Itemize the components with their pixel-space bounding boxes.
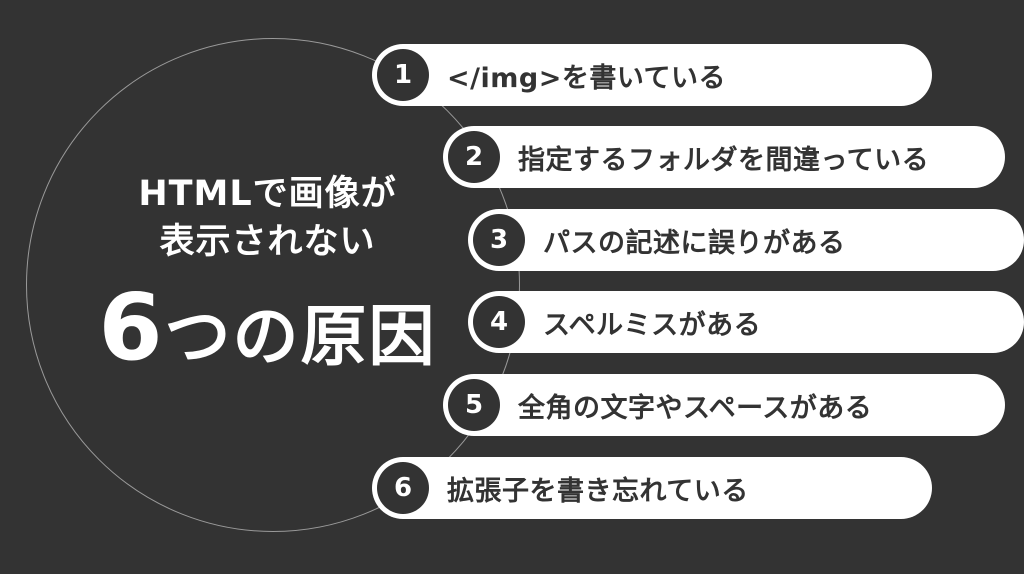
reason-text: スペルミスがある <box>543 309 762 341</box>
reason-text: 拡張子を書き忘れている <box>447 475 749 507</box>
reason-text: </img>を書いている <box>447 62 727 94</box>
heading-big-rest: つの原因 <box>164 298 437 375</box>
heading-big-number: 6 <box>98 274 165 381</box>
reason-item-5: 5 全角の文字やスペースがある <box>443 374 1005 436</box>
heading-big: 6つの原因 <box>95 282 440 379</box>
reason-item-2: 2 指定するフォルダを間違っている <box>443 126 1005 188</box>
reason-number-badge: 4 <box>473 296 525 348</box>
main-heading: HTMLで画像が 表示されない 6つの原因 <box>95 170 440 379</box>
heading-line-1: HTMLで画像が <box>138 174 397 214</box>
reason-text: 指定するフォルダを間違っている <box>518 144 930 176</box>
reason-number-badge: 6 <box>377 462 429 514</box>
reason-item-6: 6 拡張子を書き忘れている <box>372 457 932 519</box>
reason-number-badge: 2 <box>448 131 500 183</box>
reason-item-3: 3 パスの記述に誤りがある <box>468 209 1024 271</box>
reason-number-badge: 5 <box>448 379 500 431</box>
decorative-circle <box>26 38 520 532</box>
reason-item-1: 1 </img>を書いている <box>372 44 932 106</box>
reason-text: 全角の文字やスペースがある <box>518 392 873 424</box>
reason-text: パスの記述に誤りがある <box>543 227 846 259</box>
heading-line-2: 表示されない <box>159 222 376 262</box>
reason-number-badge: 1 <box>377 49 429 101</box>
reason-item-4: 4 スペルミスがある <box>468 291 1024 353</box>
reason-number-badge: 3 <box>473 214 525 266</box>
